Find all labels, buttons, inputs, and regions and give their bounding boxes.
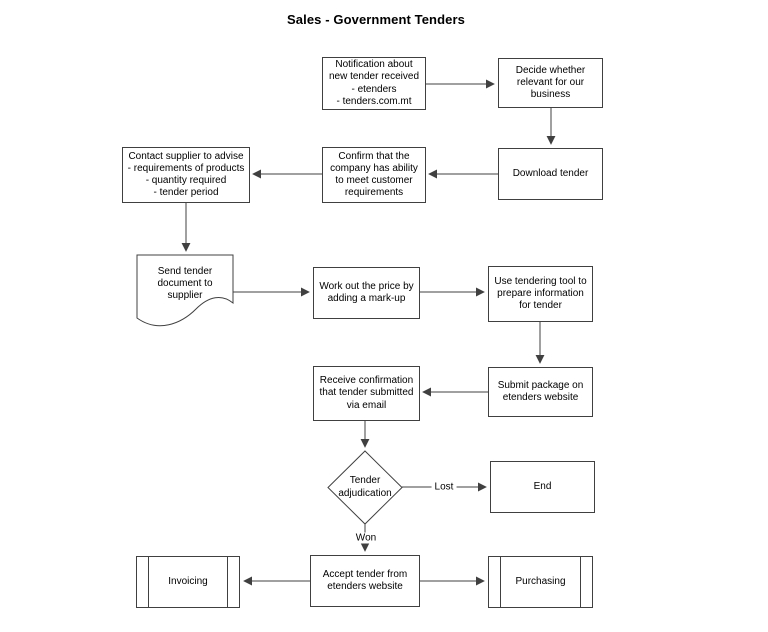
node-purchasing-label: Purchasing [515, 575, 566, 587]
predefined-process-bar [227, 557, 228, 607]
node-submit-package: Submit package on etenders website [488, 367, 593, 417]
node-decide-relevant: Decide whether relevant for our business [498, 58, 603, 108]
node-purchasing: Purchasing [488, 556, 593, 608]
node-contact-supplier: Contact supplier to advise - requirement… [122, 147, 250, 203]
diagram-title: Sales - Government Tenders [287, 12, 465, 27]
node-confirm-ability: Confirm that the company has ability to … [322, 147, 426, 203]
node-use-tendering-tool: Use tendering tool to prepare informatio… [488, 266, 593, 322]
node-tender-adjudication: Tender adjudication [338, 475, 392, 499]
node-work-out-price: Work out the price by adding a mark-up [313, 267, 420, 319]
edge-label-lost: Lost [431, 481, 457, 493]
predefined-process-bar [500, 557, 501, 607]
edge-label-won: Won [352, 532, 380, 544]
node-accept-tender: Accept tender from etenders website [310, 555, 420, 607]
node-receive-confirmation: Receive confirmation that tender submitt… [313, 366, 420, 421]
node-notification-new-tender: Notification about new tender received -… [322, 57, 426, 110]
predefined-process-bar [148, 557, 149, 607]
node-invoicing: Invoicing [136, 556, 240, 608]
node-invoicing-label: Invoicing [168, 575, 208, 587]
node-download-tender: Download tender [498, 148, 603, 200]
node-end: End [490, 461, 595, 513]
node-send-tender-document: Send tender document to supplier [157, 265, 213, 302]
predefined-process-bar [580, 557, 581, 607]
